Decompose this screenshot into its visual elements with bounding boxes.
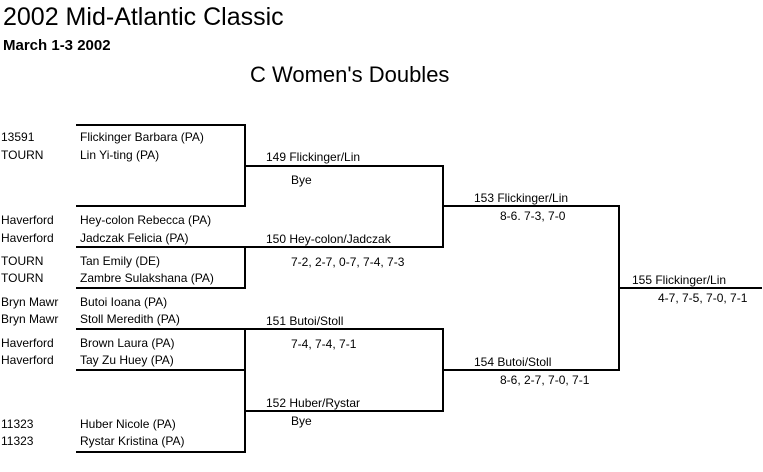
bracket-line — [76, 287, 246, 289]
entry-player: Butoi Ioana (PA) — [80, 295, 168, 309]
entry-club: Haverford — [1, 213, 54, 227]
entry-player: Brown Laura (PA) — [80, 336, 175, 350]
entry-player: Tay Zu Huey (PA) — [80, 353, 174, 367]
match-label: 150 Hey-colon/Jadczak — [266, 232, 391, 246]
match-label: 153 Flickinger/Lin — [474, 191, 569, 205]
bracket-line — [442, 369, 620, 371]
match-label: 154 Butoi/Stoll — [474, 355, 552, 369]
entry-player: Huber Nicole (PA) — [80, 417, 176, 431]
entry-club: Bryn Mawr — [1, 312, 59, 326]
match-label: 149 Flickinger/Lin — [266, 150, 361, 164]
entry-player: Rystar Kristina (PA) — [80, 434, 185, 448]
match-score: 7-4, 7-4, 7-1 — [291, 337, 357, 351]
final-match-score: 4-7, 7-5, 7-0, 7-1 — [658, 291, 748, 305]
entry-player: Flickinger Barbara (PA) — [80, 130, 204, 144]
bracket-line — [244, 246, 444, 248]
bracket-line — [76, 328, 246, 330]
entry-club: 13591 — [1, 130, 35, 144]
tournament-title: 2002 Mid-Atlantic Classic — [3, 3, 284, 31]
bracket-line — [244, 165, 444, 167]
entry-player: Zambre Sulakshana (PA) — [80, 271, 214, 285]
bracket-line — [244, 246, 246, 289]
entry-club: 11323 — [1, 434, 34, 448]
bracket-line — [442, 205, 620, 207]
match-score: 7-2, 2-7, 0-7, 7-4, 7-3 — [291, 255, 405, 269]
match-label: 152 Huber/Rystar — [266, 396, 361, 410]
entry-club: TOURN — [1, 148, 44, 162]
bracket-line — [76, 451, 246, 453]
bracket-line — [76, 246, 246, 248]
entry-player: Jadczak Felicia (PA) — [80, 231, 189, 245]
match-score: Bye — [291, 173, 312, 187]
entry-club: Haverford — [1, 336, 54, 350]
entry-club: TOURN — [1, 254, 44, 268]
entry-player: Stoll Meredith (PA) — [80, 312, 180, 326]
match-score: 8-6. 7-3, 7-0 — [500, 209, 566, 223]
entry-club: Haverford — [1, 231, 54, 245]
entry-club: 11323 — [1, 417, 34, 431]
tournament-dates: March 1-3 2002 — [3, 37, 111, 54]
entry-player: Lin Yi-ting (PA) — [80, 148, 160, 162]
match-score: 8-6, 2-7, 7-0, 7-1 — [500, 373, 590, 387]
entry-club: Haverford — [1, 353, 54, 367]
bracket-line — [244, 328, 246, 371]
event-title: C Women's Doubles — [250, 62, 450, 87]
bracket-line — [76, 369, 246, 371]
match-score: Bye — [291, 414, 312, 428]
bracket-line — [244, 410, 444, 412]
final-match-label: 155 Flickinger/Lin — [632, 273, 727, 287]
entry-player: Tan Emily (DE) — [80, 254, 161, 268]
bracket-line — [244, 328, 444, 330]
entry-player: Hey-colon Rebecca (PA) — [80, 213, 212, 227]
match-label: 151 Butoi/Stoll — [266, 314, 344, 328]
entry-club: TOURN — [1, 271, 44, 285]
entry-club: Bryn Mawr — [1, 295, 59, 309]
bracket-line — [618, 287, 762, 289]
bracket-line — [76, 205, 246, 207]
bracket-line — [76, 124, 246, 126]
